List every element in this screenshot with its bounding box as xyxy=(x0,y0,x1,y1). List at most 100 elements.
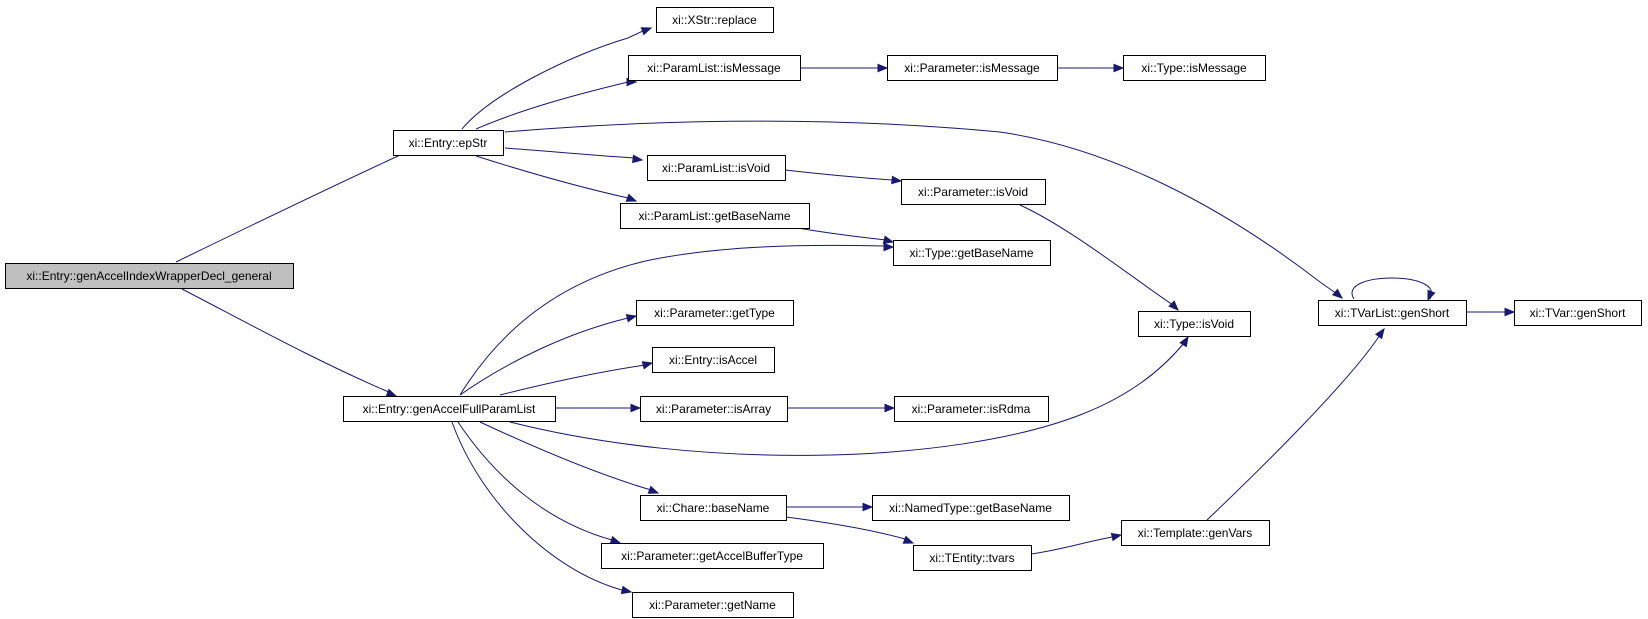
node-box[interactable] xyxy=(656,7,774,33)
edge-arrowhead xyxy=(630,403,642,413)
edge-arrowhead xyxy=(902,535,915,544)
edge-line xyxy=(504,120,1338,295)
node-type-is-message[interactable]: xi::Type::isMessage xyxy=(1123,55,1266,81)
edge-line xyxy=(1351,277,1433,300)
node-box[interactable] xyxy=(5,263,294,289)
edge-arrowhead xyxy=(1427,289,1436,302)
edge-line xyxy=(175,149,412,263)
node-ep-str[interactable]: xi::Entry::epStr xyxy=(393,130,504,156)
edge-arrowhead xyxy=(884,403,896,413)
edge-param-is-array-to-param-is-rdma xyxy=(787,403,896,413)
node-box[interactable] xyxy=(343,396,556,422)
node-tvar-list-gen-short[interactable]: xi::TVarList::genShort xyxy=(1318,300,1467,326)
edge-pl-is-message-to-param-is-message xyxy=(800,63,889,73)
edge-gen-full-to-type-get-base-name xyxy=(459,242,895,396)
edge-line xyxy=(499,364,646,396)
node-box[interactable] xyxy=(901,179,1046,205)
edge-arrowhead xyxy=(1113,63,1125,73)
node-root[interactable]: xi::Entry::genAccelIndexWrapperDecl_gene… xyxy=(5,263,294,289)
node-chare-base-name[interactable]: xi::Chare::baseName xyxy=(640,495,787,521)
edge-arrowhead xyxy=(1168,300,1179,311)
edge-gen-full-to-param-get-accel-buffer-type xyxy=(457,421,622,545)
edge-arrowhead xyxy=(625,193,638,202)
edge-arrowhead xyxy=(877,63,889,73)
edge-line xyxy=(451,421,623,591)
edge-line xyxy=(457,421,613,541)
node-pl-is-message[interactable]: xi::ParamList::isMessage xyxy=(628,55,801,81)
node-box[interactable] xyxy=(1318,300,1467,326)
node-type-get-base-name[interactable]: xi::Type::getBaseName xyxy=(893,240,1051,266)
edge-arrowhead xyxy=(882,235,895,244)
node-box[interactable] xyxy=(636,300,794,326)
edge-layer xyxy=(175,27,1516,595)
node-param-is-rdma[interactable]: xi::Parameter::isRdma xyxy=(894,396,1049,422)
edge-arrowhead xyxy=(625,314,638,323)
edge-chare-base-name-to-tentity-tvars xyxy=(785,516,915,544)
node-tvar-gen-short[interactable]: xi::TVar::genShort xyxy=(1514,300,1642,326)
edge-line xyxy=(479,421,652,491)
edge-line xyxy=(784,169,893,181)
edge-line xyxy=(475,155,629,199)
node-box[interactable] xyxy=(872,495,1070,521)
node-param-get-name[interactable]: xi::Parameter::getName xyxy=(632,592,794,618)
node-gen-full[interactable]: xi::Entry::genAccelFullParamList xyxy=(343,396,556,422)
edge-ep-str-to-pl-is-void xyxy=(504,147,644,164)
edge-arrowhead xyxy=(1179,335,1189,348)
edge-template-gen-vars-to-tvar-list-gen-short xyxy=(1206,327,1385,521)
edge-tentity-tvars-to-template-gen-vars xyxy=(1030,532,1123,555)
edge-arrowhead xyxy=(632,154,644,164)
node-box[interactable] xyxy=(640,495,787,521)
node-box[interactable] xyxy=(601,543,824,569)
edge-line xyxy=(785,516,906,540)
edge-arrowhead xyxy=(862,502,874,512)
edge-ep-str-to-pl-is-message xyxy=(475,77,638,130)
node-box[interactable] xyxy=(894,396,1049,422)
node-param-is-array[interactable]: xi::Parameter::isArray xyxy=(640,396,788,422)
node-layer: xi::Entry::genAccelIndexWrapperDecl_gene… xyxy=(5,7,1642,618)
edge-root-to-ep-str xyxy=(175,145,420,263)
node-type-is-void[interactable]: xi::Type::isVoid xyxy=(1138,311,1251,337)
node-box[interactable] xyxy=(913,545,1032,571)
node-box[interactable] xyxy=(1138,311,1251,337)
edge-gen-full-to-param-get-name xyxy=(451,421,633,595)
node-param-is-void[interactable]: xi::Parameter::isVoid xyxy=(901,179,1046,205)
node-box[interactable] xyxy=(893,240,1051,266)
node-param-get-type[interactable]: xi::Parameter::getType xyxy=(636,300,794,326)
edge-ep-str-to-tvar-list-gen-short xyxy=(504,120,1344,299)
node-box[interactable] xyxy=(887,55,1058,81)
node-box[interactable] xyxy=(632,592,794,618)
node-box[interactable] xyxy=(620,203,810,229)
node-tentity-tvars[interactable]: xi::TEntity::tvars xyxy=(913,545,1032,571)
node-box[interactable] xyxy=(652,347,775,373)
node-xstr-replace[interactable]: xi::XStr::replace xyxy=(656,7,774,33)
node-box[interactable] xyxy=(393,130,504,156)
edge-arrowhead xyxy=(1331,288,1344,299)
node-box[interactable] xyxy=(640,396,788,422)
edge-gen-full-to-param-is-array xyxy=(555,403,642,413)
node-entry-is-accel[interactable]: xi::Entry::isAccel xyxy=(652,347,775,373)
node-pl-get-base-name[interactable]: xi::ParamList::getBaseName xyxy=(620,203,810,229)
node-box[interactable] xyxy=(647,155,786,181)
node-box[interactable] xyxy=(628,55,801,81)
edge-pl-is-void-to-param-is-void xyxy=(784,169,903,185)
node-param-is-message[interactable]: xi::Parameter::isMessage xyxy=(887,55,1058,81)
node-box[interactable] xyxy=(1121,520,1270,546)
edge-root-to-gen-full xyxy=(181,288,398,397)
node-pl-is-void[interactable]: xi::ParamList::isVoid xyxy=(647,155,786,181)
edge-gen-full-to-param-get-type xyxy=(459,314,638,396)
edge-arrowhead xyxy=(883,242,895,252)
node-box[interactable] xyxy=(1123,55,1266,81)
edge-line xyxy=(1019,204,1174,306)
edge-line xyxy=(475,81,629,130)
edge-ep-str-to-xstr-replace xyxy=(461,27,653,130)
edge-gen-full-to-chare-base-name xyxy=(479,421,660,494)
edge-line xyxy=(504,147,637,159)
node-param-get-accel-buffer-type[interactable]: xi::Parameter::getAccelBufferType xyxy=(601,543,824,569)
node-named-type-get-base-name[interactable]: xi::NamedType::getBaseName xyxy=(872,495,1070,521)
edge-line xyxy=(459,317,629,396)
edge-arrowhead xyxy=(609,535,622,545)
node-box[interactable] xyxy=(1514,300,1642,326)
node-template-gen-vars[interactable]: xi::Template::genVars xyxy=(1121,520,1270,546)
edge-line xyxy=(1030,536,1113,555)
